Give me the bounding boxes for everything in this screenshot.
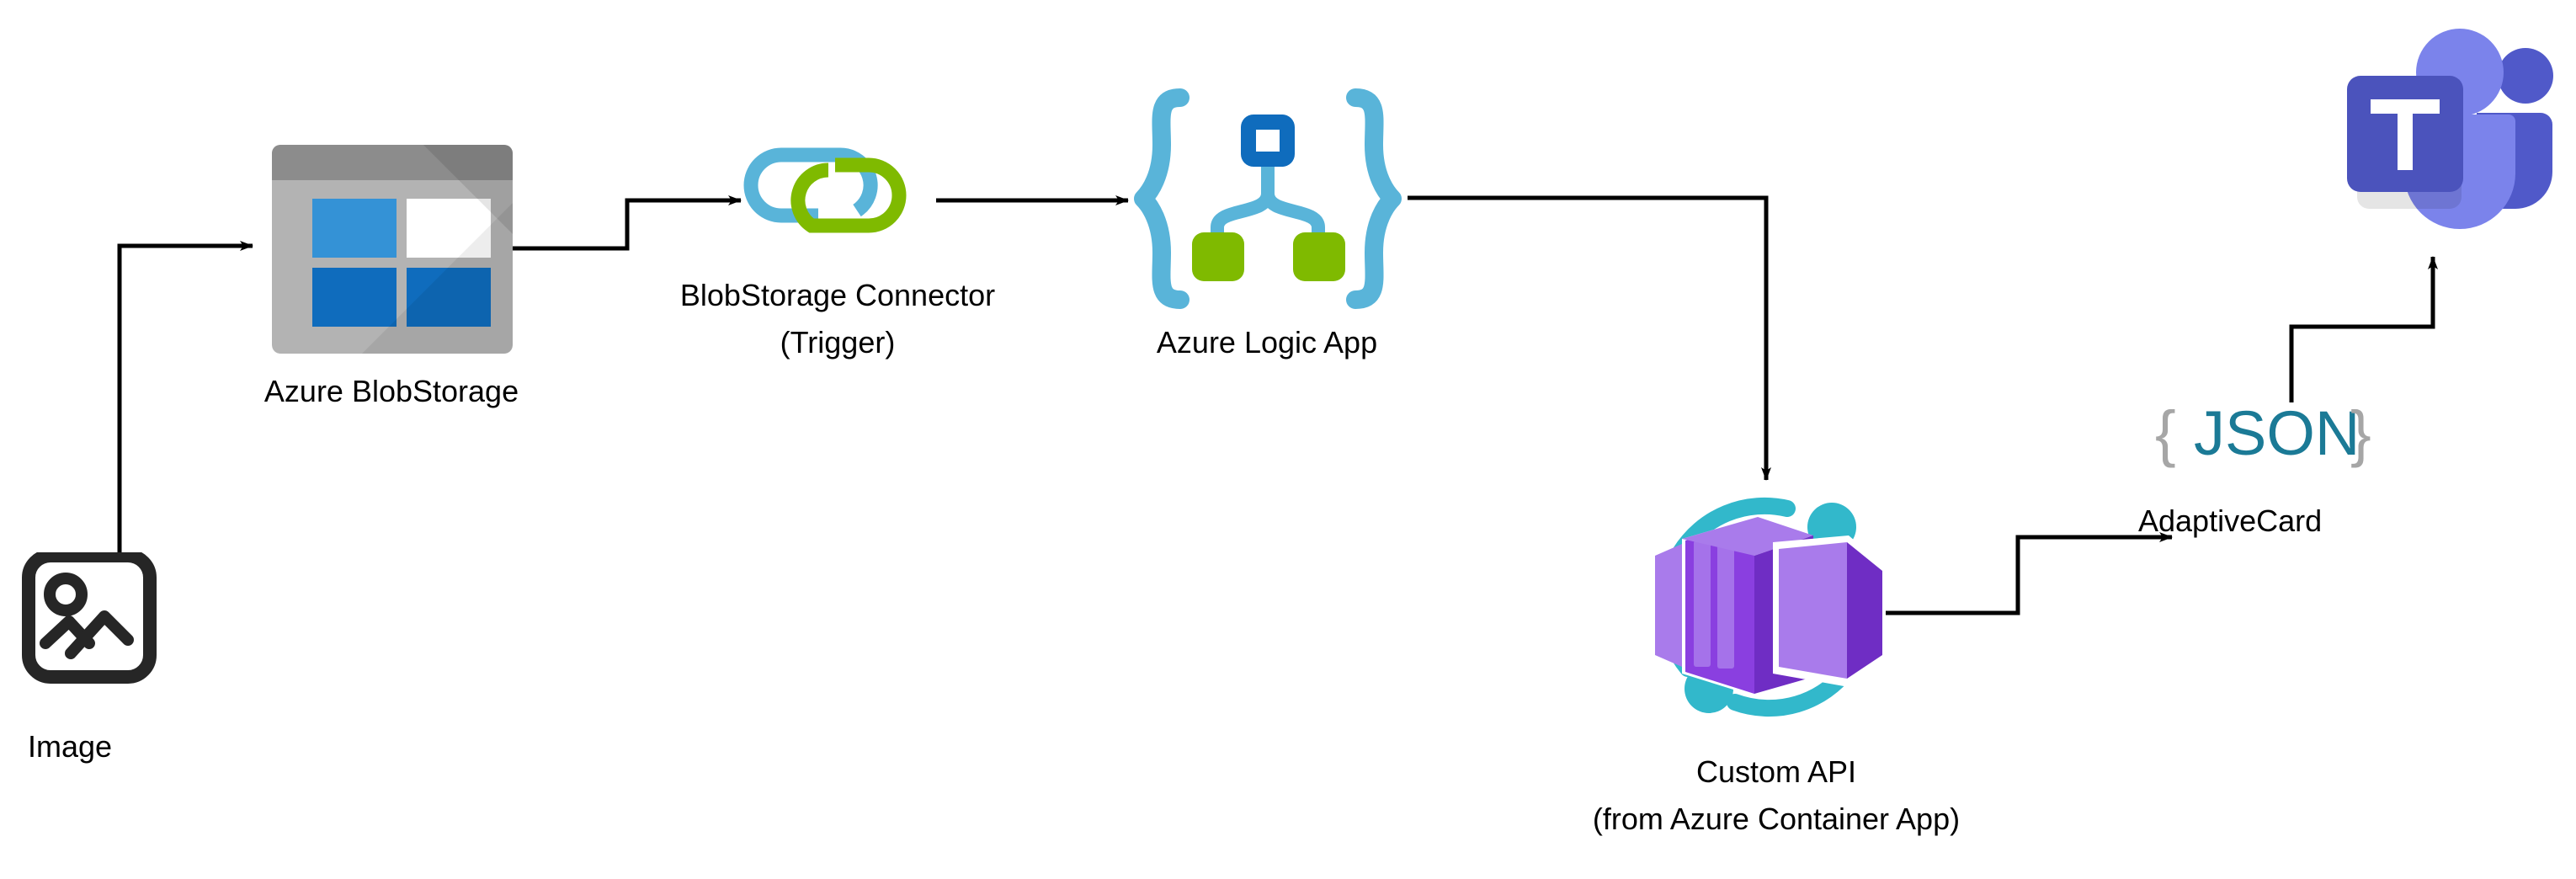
edge-logic-app-to-custom-api (1408, 195, 1771, 481)
node-blob-storage[interactable] (272, 145, 513, 354)
node-image[interactable] (20, 552, 189, 687)
node-blob-storage-label: Azure BlobStorage (263, 374, 519, 408)
node-custom-api-label-line1: Custom API (1695, 754, 1857, 789)
edge-custom-api-to-adaptive-card (1879, 532, 2173, 615)
azure-logic-app-icon (1134, 88, 1402, 309)
chain-link-connector-icon (743, 147, 907, 233)
edge-adaptive-card-to-teams (2289, 256, 2438, 402)
node-logic-app-label: Azure Logic App (1156, 325, 1378, 360)
node-custom-api[interactable] (1648, 487, 1892, 731)
node-adaptive-card[interactable]: { JSON } (2155, 396, 2475, 477)
node-adaptive-card-label: AdaptiveCard (2138, 503, 2323, 538)
azure-blob-storage-icon (272, 145, 513, 354)
node-blob-connector-label-line2: (Trigger) (780, 325, 896, 360)
node-teams[interactable] (2342, 24, 2559, 231)
json-close-brace-icon: } (2350, 398, 2371, 468)
json-label-text: JSON (2194, 398, 2360, 468)
node-logic-app[interactable] (1128, 84, 1408, 320)
microsoft-teams-icon (2347, 29, 2553, 229)
image-picture-icon (22, 552, 157, 684)
azure-container-app-icon (1655, 497, 1886, 717)
edge-blob-storage-to-connector (512, 195, 742, 251)
node-blob-connector-label-line1: BlobStorage Connector (679, 278, 996, 312)
node-image-label: Image (27, 729, 113, 764)
json-open-brace-icon: { (2155, 398, 2176, 468)
node-blob-connector[interactable] (741, 135, 934, 261)
node-custom-api-label-line2: (from Azure Container App) (1592, 802, 1961, 836)
